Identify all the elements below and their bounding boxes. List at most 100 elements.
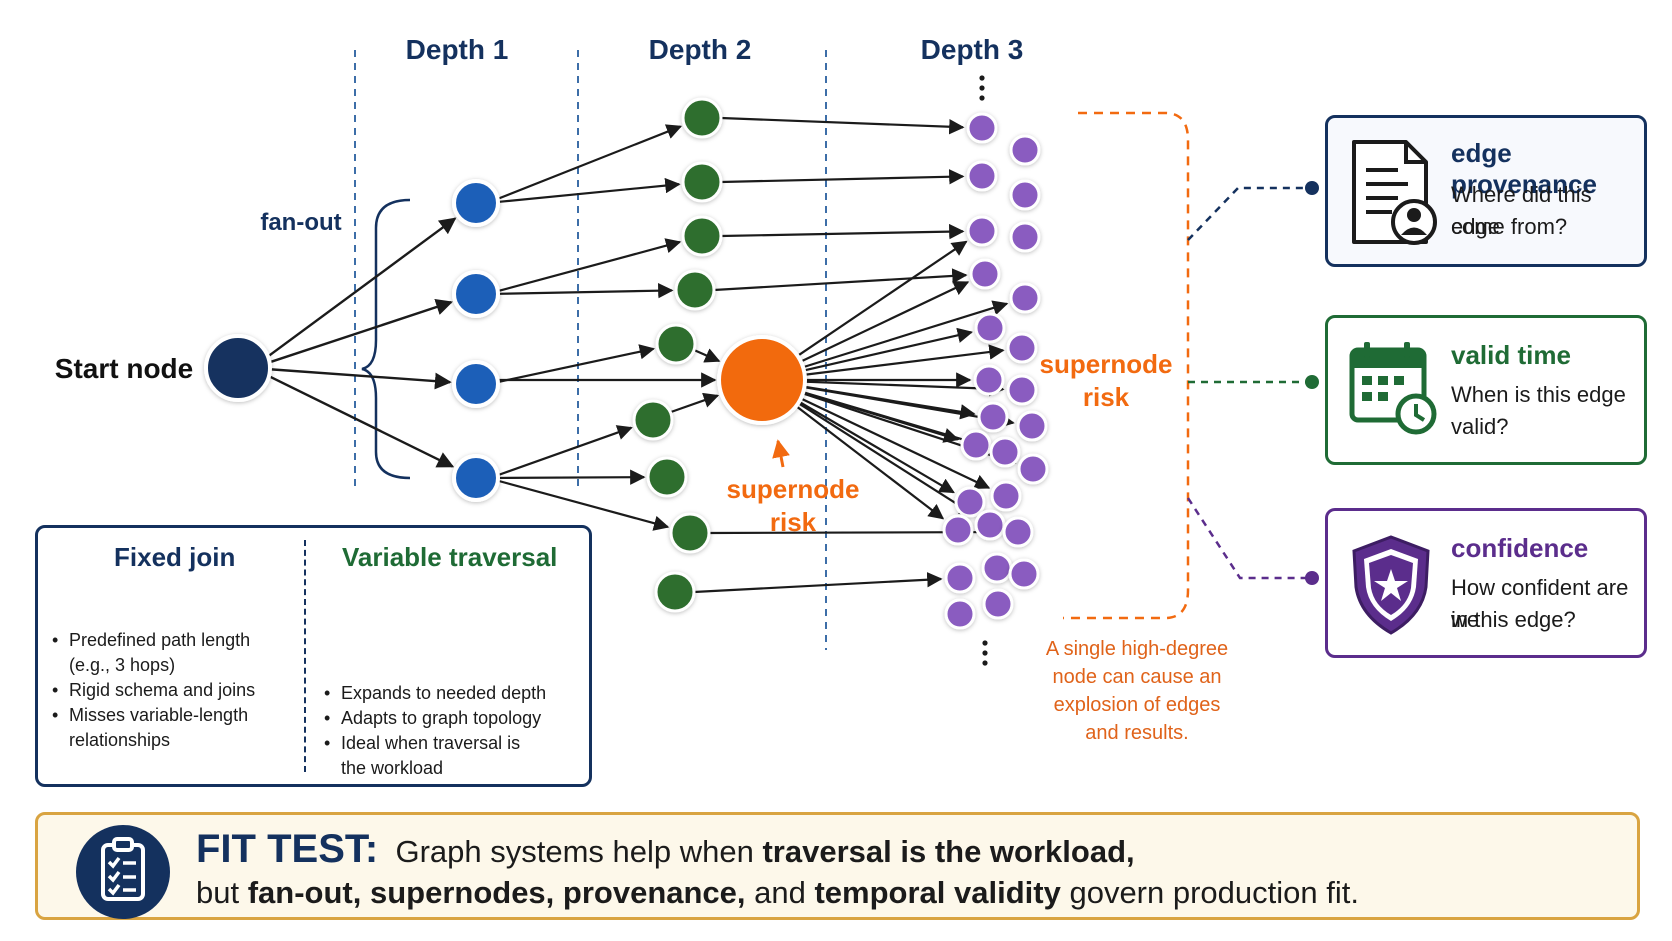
depth3-node — [989, 436, 1021, 468]
card-body-valid-time-line2: valid? — [1451, 414, 1509, 439]
card-confidence: confidence How confident are we in this … — [1325, 508, 1647, 658]
edge-depth1-to-depth2 — [497, 344, 656, 384]
card-body-confidence-line2: in this edge? — [1451, 607, 1576, 632]
edge-depth1-to-depth2 — [497, 238, 682, 293]
variable-traversal-bullets: Expands to needed depth Adapts to graph … — [324, 681, 546, 781]
edge-start-to-depth1 — [267, 367, 452, 390]
fit-test-line2-e: govern production fit. — [1060, 875, 1359, 910]
depth3-node — [1009, 179, 1041, 211]
edge-depth1-to-depth2 — [497, 479, 670, 531]
fit-test-line2-c: and — [745, 875, 815, 910]
variable-traversal-bullet: Ideal when traversal is — [324, 731, 546, 756]
edges — [267, 116, 1017, 594]
depth3-node — [960, 429, 992, 461]
depth-3-label: Depth 3 — [921, 34, 1024, 65]
fit-test-box: FIT TEST: Graph systems help when traver… — [35, 812, 1640, 920]
supernode-label-line2: risk — [770, 507, 817, 537]
explosion-note-line: A single high-degree — [1046, 638, 1228, 660]
edge-depth2-to-supernode — [670, 392, 720, 414]
depth2-node — [632, 399, 674, 441]
card-title-provenance: edge provenance — [1451, 138, 1597, 199]
panel-divider — [304, 540, 306, 772]
depth3-node — [974, 312, 1006, 344]
bracket-label-line1: supernode — [1040, 349, 1173, 379]
fan-out-label: fan-out — [260, 209, 341, 236]
edge-depth1-to-depth2 — [497, 124, 683, 200]
start-node — [204, 334, 272, 402]
fixed-join-bullet: Predefined path length — [52, 628, 255, 653]
variable-traversal-title: Variable traversal — [342, 542, 558, 572]
depth3-node — [1017, 453, 1049, 485]
edge-depth1-to-depth2 — [497, 425, 633, 477]
depth3-node — [977, 401, 1009, 433]
fixed-join-title: Fixed join — [114, 542, 236, 572]
depth-1-label: Depth 1 — [406, 34, 509, 65]
edge-depth1-to-depth2 — [497, 283, 674, 299]
variable-traversal-bullet: Adapts to graph topology — [324, 706, 546, 731]
depth3-node — [944, 562, 976, 594]
depth2-node — [681, 97, 723, 139]
connector-confidence — [1186, 497, 1310, 580]
supernode-pointer-arrow — [772, 439, 790, 468]
depth3-node — [966, 112, 998, 144]
ellipsis-bottom — [982, 640, 988, 666]
edge-depth2-to-depth3 — [713, 268, 968, 292]
depth3-node — [942, 514, 974, 546]
fit-test-line2-b: fan-out, supernodes, provenance, — [247, 875, 746, 910]
edge-start-to-depth1 — [267, 298, 453, 364]
card-body-confidence-line1: How confident are we — [1451, 575, 1629, 632]
start-node-label: Start node — [55, 353, 193, 384]
nodes — [204, 97, 1049, 630]
depth2-node — [681, 215, 723, 257]
connector-dot-valid-time — [1305, 375, 1319, 389]
depth3-node — [974, 509, 1006, 541]
fan-out-brace — [361, 198, 411, 480]
depth2-node — [654, 571, 696, 613]
fit-test-title: FIT TEST: — [196, 827, 379, 871]
depth3-node — [1008, 558, 1040, 590]
card-body-provenance-line1: Where did this edge — [1451, 182, 1592, 239]
edge-start-to-depth1 — [267, 374, 455, 468]
depth3-node — [966, 215, 998, 247]
depth3-node — [1016, 410, 1048, 442]
explosion-note-line: and results. — [1085, 722, 1188, 744]
connector-provenance — [1187, 186, 1310, 241]
explosion-note: A single high-degree node can cause an e… — [1046, 638, 1228, 744]
bracket-label-line2: risk — [1083, 382, 1130, 412]
supernode-label-line1: supernode — [727, 474, 860, 504]
edge-depth1-to-depth2 — [497, 469, 646, 485]
edge-depth2-to-supernode — [693, 348, 721, 363]
card-title-confidence: confidence — [1451, 533, 1589, 563]
variable-traversal-bullet: Expands to needed depth — [324, 681, 546, 706]
depth2-node — [674, 269, 716, 311]
fixed-join-bullet-continuation: (e.g., 3 hops) — [69, 655, 176, 675]
depth3-node — [1009, 134, 1041, 166]
depth3-node — [1002, 516, 1034, 548]
edge-supernode-to-depth3 — [796, 240, 968, 358]
fit-test-line1-plain: Graph systems help when — [395, 834, 763, 869]
depth1-node — [452, 270, 500, 318]
supernode-risk-bracket — [1063, 111, 1190, 620]
clipboard-checklist-icon — [76, 825, 170, 919]
depth3-node — [1006, 332, 1038, 364]
depth3-node — [1009, 282, 1041, 314]
edge-depth2-to-depth3 — [693, 572, 943, 594]
depth3-node — [954, 486, 986, 518]
variable-traversal-bullet-continuation: the workload — [341, 758, 444, 778]
shield-star-icon — [1352, 535, 1430, 635]
depth2-node — [646, 456, 688, 498]
edge-depth2-to-depth3 — [720, 116, 965, 135]
edge-supernode-to-depth3 — [797, 400, 955, 494]
supernode — [717, 335, 807, 425]
depth3-node — [981, 552, 1013, 584]
depth-2-label: Depth 2 — [649, 34, 752, 65]
fixed-join-bullet: Misses variable-length — [52, 703, 255, 728]
fit-test-line2-d: temporal validity — [814, 875, 1061, 910]
depth3-node — [966, 160, 998, 192]
depth2-node — [669, 512, 711, 554]
depth2-node — [681, 161, 723, 203]
edge-supernode-to-depth3 — [796, 401, 976, 516]
fixed-join-bullets: Predefined path length (e.g., 3 hops) Ri… — [52, 628, 255, 753]
document-person-icon — [1352, 140, 1437, 245]
card-body-valid-time-line1: When is this edge — [1451, 382, 1626, 407]
